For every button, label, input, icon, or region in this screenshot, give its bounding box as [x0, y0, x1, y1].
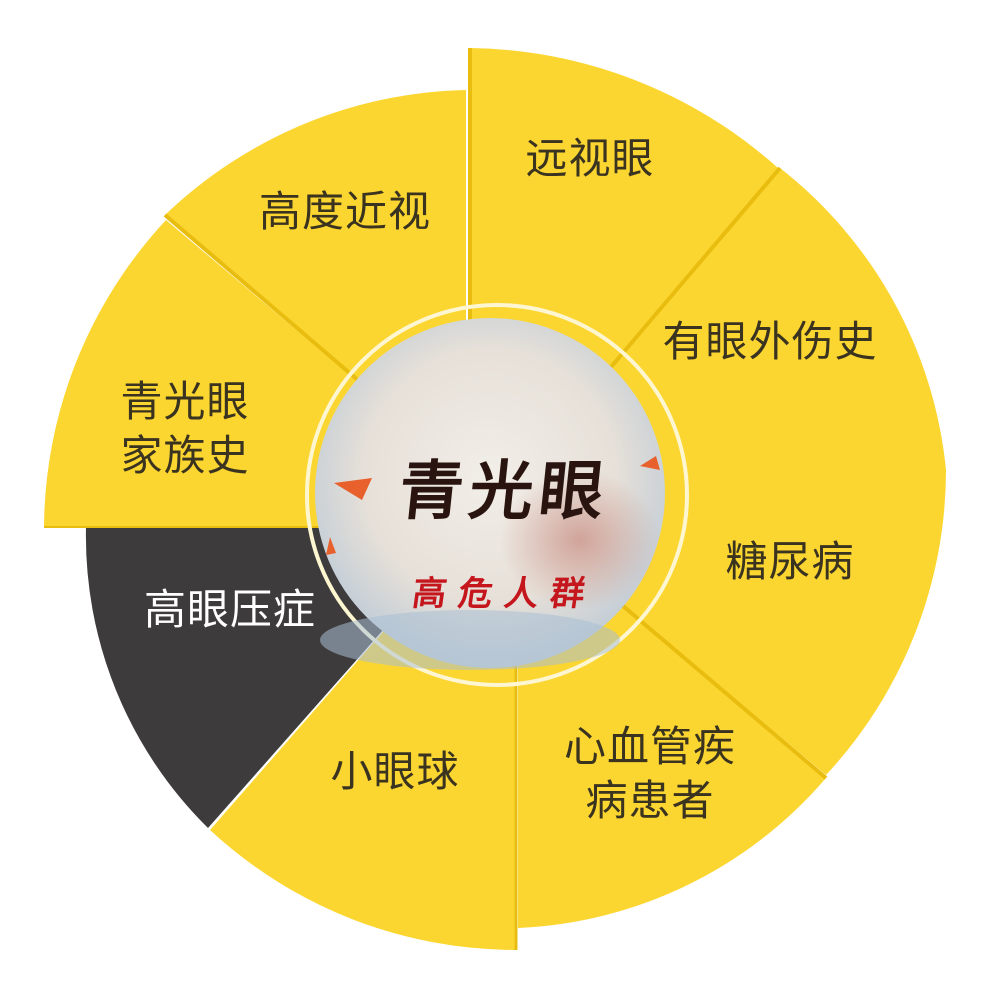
label-high-myopia: 高度近视	[258, 187, 431, 236]
label-ocular-hypertension: 高眼压症	[143, 585, 316, 634]
accent-triangle-lower	[326, 537, 336, 555]
center-subtitle: 高危人群	[409, 574, 600, 614]
inner-ring	[305, 303, 689, 687]
center-title: 青光眼	[395, 454, 614, 529]
label-far-sighted: 远视眼	[525, 134, 655, 183]
accent-triangle-left	[334, 478, 372, 500]
accent-triangle-right	[640, 456, 660, 470]
label-cardiovascular: 心血管疾 病患者	[563, 722, 736, 825]
label-diabetes: 糖尿病	[725, 537, 855, 586]
label-small-eyeball: 小眼球	[330, 747, 460, 796]
label-family-history: 青光眼 家族史	[120, 377, 250, 480]
label-eye-injury: 有眼外伤史	[662, 317, 878, 366]
